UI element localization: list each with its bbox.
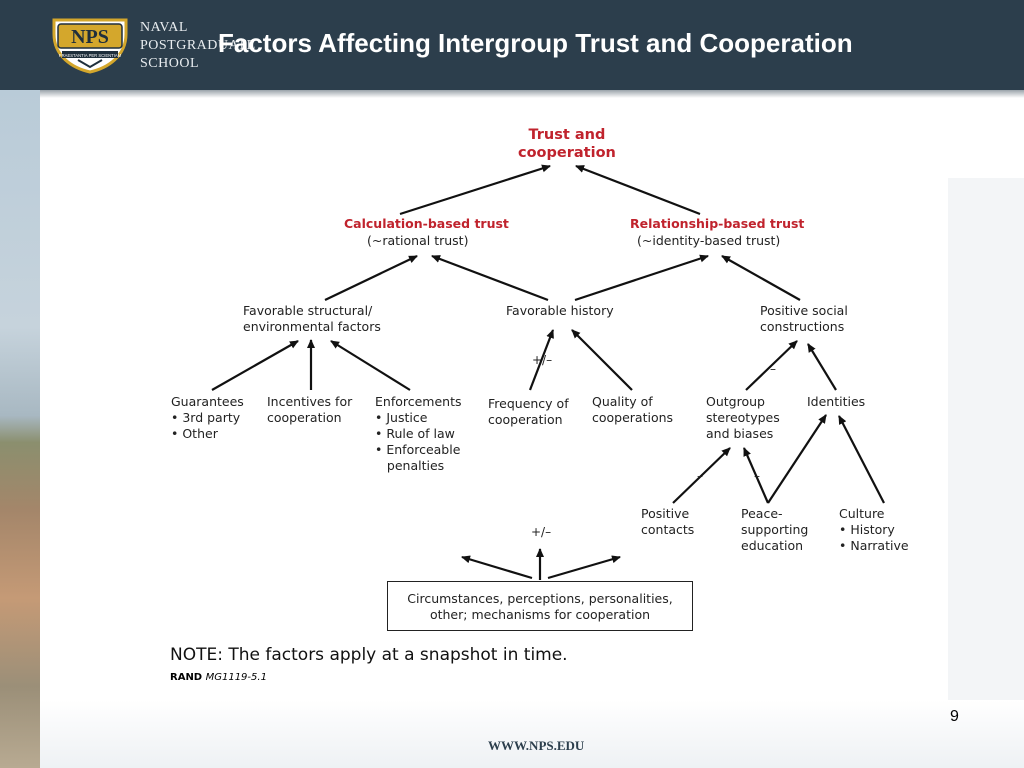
page-number: 9 <box>950 708 959 725</box>
node-favorable-history: Favorable history <box>506 303 614 318</box>
arrow-culture-to-identities <box>838 415 885 504</box>
arrow-history-to-rel <box>574 254 709 302</box>
node-calculation-based-trust-subtitle: (~rational trust) <box>367 233 469 248</box>
node-positive-contacts: Positive contacts <box>641 506 695 537</box>
arrow-identities-to-social <box>807 343 837 391</box>
school-name-line-3: SCHOOL <box>140 56 200 71</box>
sign-positive-contacts: – <box>697 469 703 483</box>
map-background-panel <box>948 178 1024 768</box>
node-relationship-based-trust-subtitle: (~identity-based trust) <box>637 233 781 248</box>
arrow-guarantees-to-structural <box>211 340 299 391</box>
node-favorable-structural-factors: Favorable structural/ environmental fact… <box>243 303 381 334</box>
logo-motto: PRAESTANTIA PER SCIENTIAM <box>59 53 122 58</box>
rand-figure-code: MG1119-5.1 <box>205 672 267 683</box>
arrow-calc-to-trust <box>399 164 551 216</box>
node-culture: Culture • History • Narrative <box>839 506 909 553</box>
bottom-background-band <box>40 700 1024 768</box>
logo-text: NPS <box>71 26 109 48</box>
node-circumstances-box: Circumstances, perceptions, personalitie… <box>387 581 693 631</box>
arrow-circ-left <box>461 555 533 580</box>
arrow-history-to-calc <box>431 254 549 302</box>
node-frequency-of-cooperation: Frequency of cooperation <box>488 396 569 427</box>
arrow-circ-right <box>547 555 621 580</box>
node-trust-and-cooperation: Trust and cooperation <box>518 127 616 161</box>
node-calculation-based-trust: Calculation-based trust <box>344 216 509 231</box>
rand-label-text: RAND <box>170 672 203 683</box>
node-identities: Identities <box>807 394 866 409</box>
arrow-frequency-to-history <box>528 329 555 391</box>
school-name-line-1: NAVAL <box>140 20 188 35</box>
arrow-structural-to-calc <box>324 255 418 301</box>
node-incentives: Incentives for cooperation <box>267 394 353 425</box>
node-quality-of-cooperations: Quality of cooperations <box>592 394 674 425</box>
sign-history: +/– <box>532 353 553 367</box>
arrow-contacts-to-outgroup <box>672 447 731 504</box>
arrow-peace-to-outgroup <box>742 447 770 504</box>
node-enforcements: Enforcements • Justice • Rule of law • E… <box>375 394 462 473</box>
sign-social: – <box>770 362 776 376</box>
rand-source-label: RAND MG1119-5.1 <box>170 672 267 683</box>
arrow-quality-to-history <box>571 329 633 391</box>
footer-url: WWW.NPS.EDU <box>488 738 585 753</box>
school-name-line-2: POSTGRADUATE <box>140 38 256 53</box>
note-text: NOTE: The factors apply at a snapshot in… <box>170 645 568 665</box>
sign-peace-education: – <box>754 469 760 483</box>
arrow-rel-to-trust <box>575 164 701 216</box>
node-peace-supporting-education: Peace- supporting education <box>741 506 809 553</box>
node-outgroup-stereotypes: Outgroup stereotypes and biases <box>706 394 780 441</box>
node-positive-social-constructions: Positive social constructions <box>760 303 848 334</box>
node-guarantees: Guarantees • 3rd party • Other <box>171 394 244 441</box>
header-shadow <box>0 90 1024 98</box>
sign-circumstances: +/– <box>531 525 552 539</box>
arrow-enforcements-to-structural <box>330 340 411 391</box>
nps-shield-logo: NPS PRAESTANTIA PER SCIENTIAM <box>52 18 128 74</box>
arrow-outgroup-to-social <box>745 340 798 391</box>
node-relationship-based-trust: Relationship-based trust <box>630 216 805 231</box>
arrow-social-to-rel <box>721 255 801 301</box>
campus-photo-strip <box>0 90 40 768</box>
arrow-peace-to-identities <box>767 414 827 504</box>
header-band <box>0 0 1024 90</box>
slide-title: Factors Affecting Intergroup Trust and C… <box>218 28 853 58</box>
